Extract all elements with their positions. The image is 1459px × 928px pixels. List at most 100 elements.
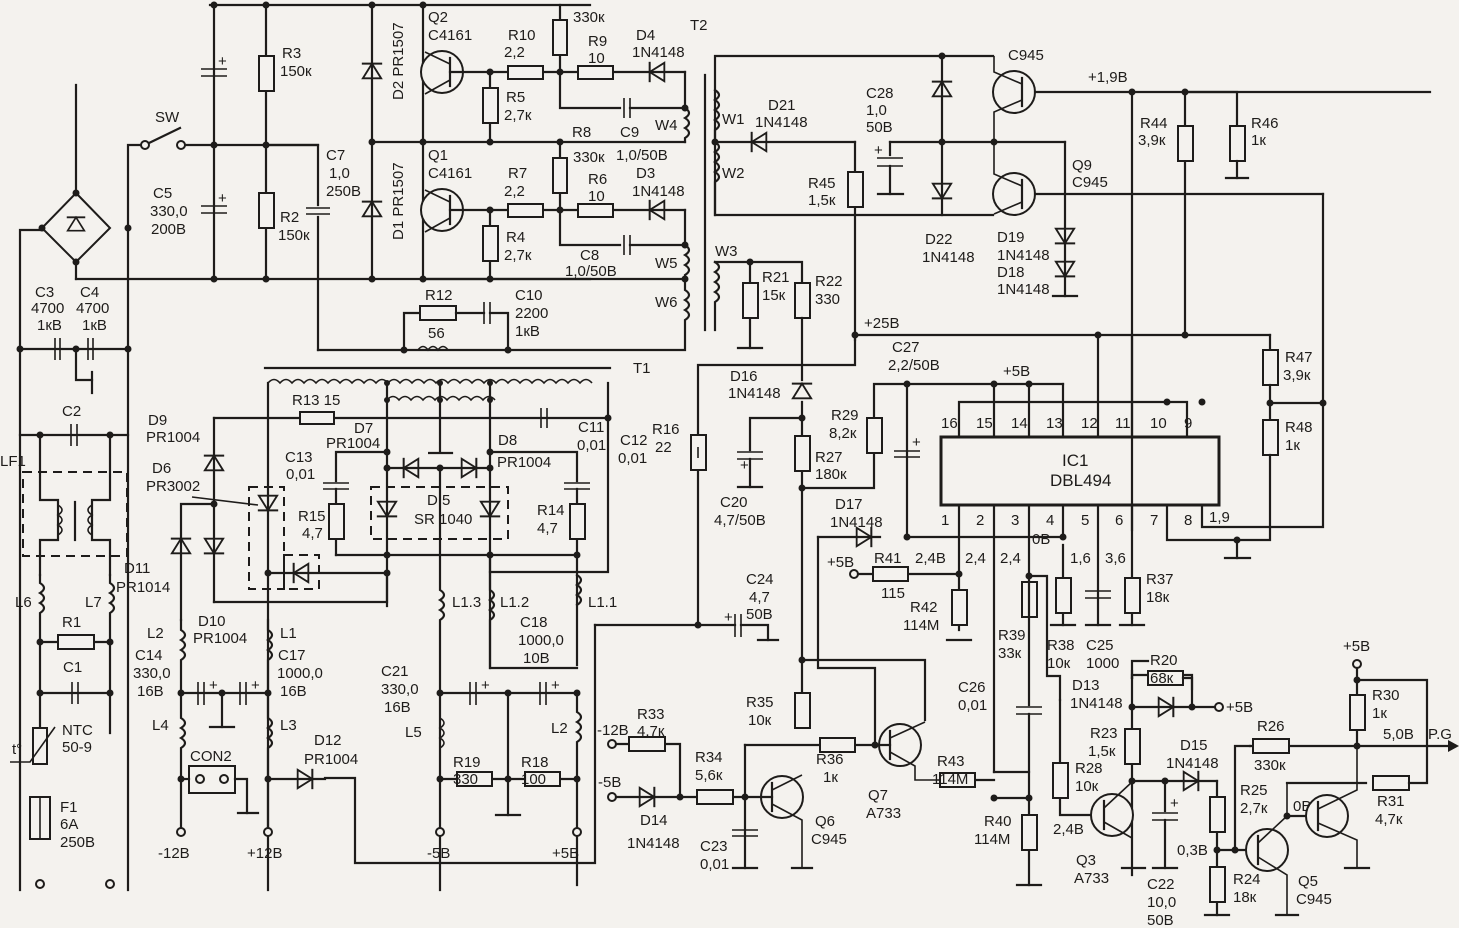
w2-label: W2 bbox=[722, 165, 745, 182]
r18-label: R18 bbox=[521, 754, 549, 771]
ic-pin-6: 6 bbox=[1115, 512, 1123, 529]
r41-resistor bbox=[872, 566, 909, 582]
pin6-volts: 3,6 bbox=[1105, 550, 1126, 567]
r48-value: 1к bbox=[1285, 437, 1300, 454]
ic-pin-7: 7 bbox=[1150, 512, 1158, 529]
r39-label: R39 bbox=[998, 627, 1026, 644]
d6-label: D6 bbox=[152, 460, 171, 477]
q5-transistor bbox=[1245, 828, 1289, 872]
r44-value: 3,9к bbox=[1138, 132, 1166, 149]
r34-value: 5,6к bbox=[695, 767, 723, 784]
r30-value: 1к bbox=[1372, 705, 1387, 722]
r37-label: R37 bbox=[1146, 571, 1174, 588]
q3-volts: 2,4B bbox=[1053, 821, 1084, 838]
q-c945-top bbox=[992, 70, 1036, 114]
d15-type: 1N4148 bbox=[1166, 755, 1219, 772]
w3-label: W3 bbox=[715, 243, 738, 260]
r16-label: R16 bbox=[652, 421, 680, 438]
d21-type: 1N4148 bbox=[755, 114, 808, 131]
c17-value: 1000,0 bbox=[277, 665, 323, 682]
c21-label: C21 bbox=[381, 663, 409, 680]
driver-section: W1 W2 D21 1N4148 R45 1,5к + C28 1,0 50B … bbox=[711, 47, 1432, 532]
d8-label: D8 bbox=[498, 432, 517, 449]
r33-resistor bbox=[628, 736, 666, 752]
r43-resistor bbox=[939, 772, 976, 788]
d7-label: D7 bbox=[354, 420, 373, 437]
out-p12-terminal[interactable] bbox=[263, 827, 273, 837]
out-m5-terminal[interactable] bbox=[435, 827, 445, 837]
d17-label: D17 bbox=[835, 496, 863, 513]
d7-type: PR1004 bbox=[326, 435, 380, 452]
r4-label: R4 bbox=[506, 229, 525, 246]
pg-p5-top-terminal[interactable] bbox=[1352, 659, 1362, 669]
q-top-type: C945 bbox=[1008, 47, 1044, 64]
svg-text:+: + bbox=[209, 677, 218, 694]
ic1-type: DBL494 bbox=[1050, 471, 1111, 490]
l1-3-label: L1.3 bbox=[452, 594, 481, 611]
svg-text:+: + bbox=[1170, 795, 1179, 812]
r1-label: R1 bbox=[62, 614, 81, 631]
r3-resistor bbox=[258, 55, 275, 92]
pg-p5-terminal[interactable] bbox=[1214, 702, 1224, 712]
r27-resistor bbox=[794, 435, 811, 472]
svg-text:+: + bbox=[724, 609, 733, 626]
c14-value: 330,0 bbox=[133, 665, 171, 682]
out-p5-terminal[interactable] bbox=[572, 827, 582, 837]
svg-text:+: + bbox=[740, 457, 749, 474]
r13-label: R13 15 bbox=[292, 392, 340, 409]
ntc-value: 50-9 bbox=[62, 739, 92, 756]
in-m12-terminal[interactable] bbox=[607, 739, 617, 749]
q6-type: C945 bbox=[811, 831, 847, 848]
in-m5-terminal[interactable] bbox=[607, 792, 617, 802]
l5-label: L5 bbox=[405, 724, 422, 741]
ic-pin-5: 5 bbox=[1081, 512, 1089, 529]
r36-resistor bbox=[819, 737, 856, 753]
r2-resistor bbox=[258, 192, 275, 229]
r33-label: R33 bbox=[637, 706, 665, 723]
r26-value: 330к bbox=[1254, 757, 1286, 774]
q3-transistor bbox=[1090, 793, 1134, 837]
r12-label: R12 bbox=[425, 287, 453, 304]
c7-value: 1,0 bbox=[329, 165, 350, 182]
c28-voltage: 50B bbox=[866, 119, 893, 136]
c20-label: C20 bbox=[720, 494, 748, 511]
r33-value: 4,7к bbox=[637, 723, 665, 740]
c23-value: 0,01 bbox=[700, 856, 729, 873]
r35-resistor bbox=[794, 692, 811, 729]
out-m12-terminal[interactable] bbox=[176, 827, 186, 837]
r45-label: R45 bbox=[808, 175, 836, 192]
r5-resistor bbox=[482, 87, 499, 124]
r46-resistor bbox=[1229, 125, 1246, 162]
l3-label: L3 bbox=[280, 717, 297, 734]
r26-label: R26 bbox=[1257, 718, 1285, 735]
r46-value: 1к bbox=[1251, 132, 1266, 149]
svg-text:+: + bbox=[218, 190, 227, 207]
d6-type: PR3002 bbox=[146, 478, 200, 495]
d18-type: 1N4148 bbox=[997, 281, 1050, 298]
svg-text:+: + bbox=[251, 677, 260, 694]
r14-label: R14 bbox=[537, 502, 565, 519]
r12-resistor bbox=[419, 305, 457, 321]
ac-input-terminal[interactable] bbox=[35, 879, 45, 889]
d8-type: PR1004 bbox=[497, 454, 551, 471]
switch-lever[interactable] bbox=[147, 126, 182, 145]
r41-p5-terminal[interactable] bbox=[849, 569, 859, 579]
q1-type: C4161 bbox=[428, 165, 472, 182]
c3-value: 4700 bbox=[31, 300, 64, 317]
d1-label: D1 PR1507 bbox=[390, 162, 407, 240]
r23-value: 1,5к bbox=[1088, 743, 1116, 760]
temp-label: t° bbox=[12, 741, 22, 758]
ac-input-terminal[interactable] bbox=[105, 879, 115, 889]
r24-value: 18к bbox=[1233, 889, 1257, 906]
d10-type: PR1004 bbox=[193, 630, 247, 647]
c9-label: C9 bbox=[620, 124, 639, 141]
r28-resistor bbox=[1052, 762, 1069, 799]
c4-voltage: 1кB bbox=[82, 317, 107, 334]
r44-resistor bbox=[1177, 125, 1194, 162]
svg-text:+: + bbox=[218, 53, 227, 70]
r330k-resistor bbox=[552, 19, 568, 56]
l1-2-coil bbox=[487, 553, 579, 670]
lf1-box bbox=[22, 471, 128, 557]
c10-label: C10 bbox=[515, 287, 543, 304]
c3-voltage: 1кB bbox=[37, 317, 62, 334]
